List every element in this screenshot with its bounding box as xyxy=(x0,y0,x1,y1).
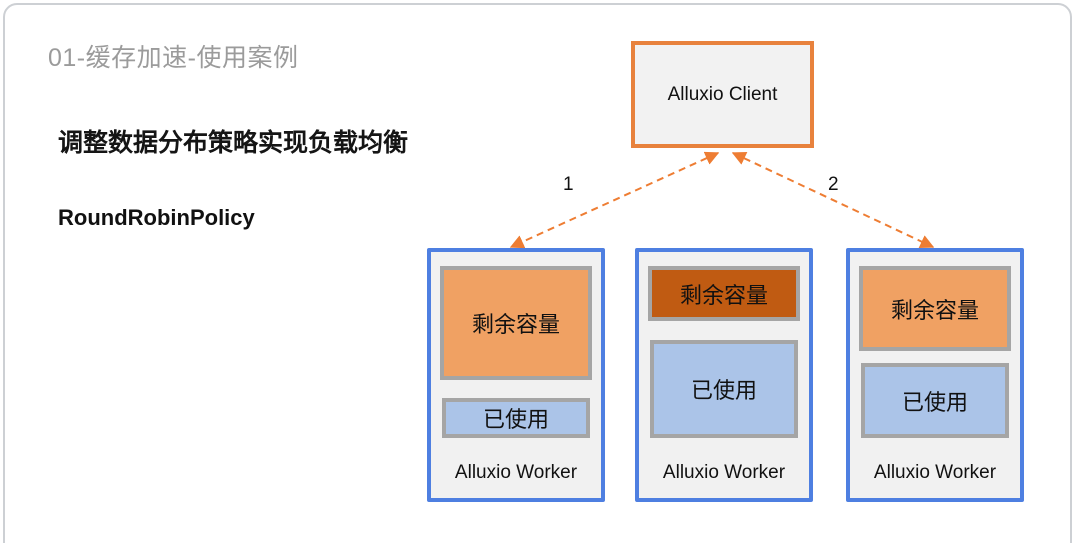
slide-subtitle: 调整数据分布策略实现负载均衡 xyxy=(58,129,409,157)
alluxio-worker-label: Alluxio Worker xyxy=(454,462,578,483)
alluxio-client-box: Alluxio Client xyxy=(631,41,814,148)
arrow-client-worker3 xyxy=(731,152,935,248)
remaining-capacity-box: 剩余容量 xyxy=(859,266,1011,351)
remaining-capacity-box: 剩余容量 xyxy=(648,266,800,321)
arrow-label-1: 1 xyxy=(563,174,574,195)
used-capacity-label: 已使用 xyxy=(690,378,757,403)
slide-title: 01-缓存加速-使用案例 xyxy=(48,44,299,72)
remaining-capacity-box: 剩余容量 xyxy=(440,266,592,380)
remaining-capacity-label: 剩余容量 xyxy=(471,312,560,337)
remaining-capacity-label: 剩余容量 xyxy=(890,297,979,323)
arrow-client-worker1 xyxy=(509,151,720,249)
alluxio-worker-label: Alluxio Worker xyxy=(873,462,997,483)
used-capacity-box: 已使用 xyxy=(442,398,590,438)
alluxio-worker-box-1: 剩余容量 已使用 Alluxio Worker xyxy=(427,248,605,502)
remaining-capacity-label: 剩余容量 xyxy=(679,282,768,308)
alluxio-worker-box-3: 剩余容量 已使用 Alluxio Worker xyxy=(846,248,1024,502)
used-capacity-label: 已使用 xyxy=(482,407,549,432)
alluxio-worker-label: Alluxio Worker xyxy=(662,462,786,483)
alluxio-client-label: Alluxio Client xyxy=(667,83,778,105)
used-capacity-label: 已使用 xyxy=(901,389,968,415)
used-capacity-box: 已使用 xyxy=(650,340,798,438)
used-capacity-box: 已使用 xyxy=(861,363,1009,438)
arrow-label-2: 2 xyxy=(828,174,839,195)
policy-name: RoundRobinPolicy xyxy=(58,205,255,230)
alluxio-worker-box-2: 剩余容量 已使用 Alluxio Worker xyxy=(635,248,813,502)
